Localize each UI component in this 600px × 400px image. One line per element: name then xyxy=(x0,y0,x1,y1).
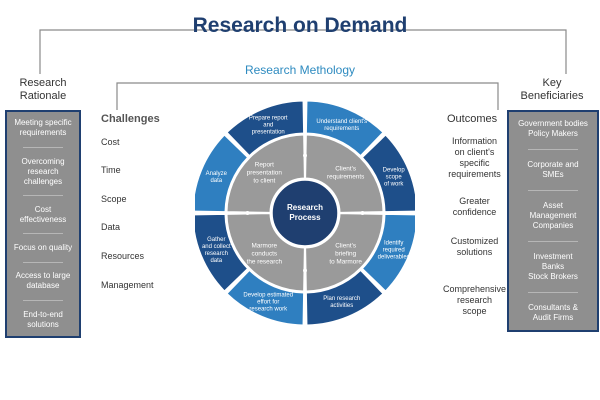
divider xyxy=(22,261,64,263)
beneficiary-item: Asset Management Companies xyxy=(529,201,577,230)
divider xyxy=(22,299,64,301)
divider xyxy=(22,146,64,148)
outcome-item: Customized solutions xyxy=(450,236,499,257)
rationale-item: Meeting specific requirements xyxy=(14,118,72,138)
rationale-item: Cost effectiveness xyxy=(19,204,67,224)
divider xyxy=(22,233,64,235)
outer-segment xyxy=(305,269,384,326)
beneficiary-item: Investment Banks Stock Brokers xyxy=(528,252,578,281)
outer-bracket xyxy=(39,29,567,74)
key-beneficiaries-heading: Key Beneficiaries xyxy=(520,77,584,102)
divider xyxy=(22,195,64,197)
cycle-arrow-marker xyxy=(303,153,307,158)
challenges-heading: Challenges xyxy=(101,113,160,125)
inner-segment xyxy=(305,134,384,213)
divider xyxy=(527,149,579,150)
outcome-item: Information on client's specific require… xyxy=(448,136,501,179)
cycle-arrow-marker xyxy=(360,211,365,215)
challenge-item: Scope xyxy=(101,194,127,204)
challenge-item: Data xyxy=(101,222,121,232)
challenge-item: Time xyxy=(101,165,121,175)
outcome-item: Comprehensive research scope xyxy=(442,284,507,316)
rationale-item: End-to-end solutions xyxy=(23,309,63,329)
challenge-item: Cost xyxy=(101,137,120,147)
research-rationale-heading: Research Rationale xyxy=(19,77,67,102)
challenge-item: Resources xyxy=(101,251,145,261)
inner-segment xyxy=(226,213,305,292)
inner-segment xyxy=(226,134,305,213)
challenge-item: Management xyxy=(101,280,154,290)
key-beneficiaries-panel: Government bodies Policy Makers Corporat… xyxy=(507,110,599,332)
research-rationale-panel: Meeting specific requirements Overcoming… xyxy=(5,110,81,338)
inner-bracket xyxy=(116,82,499,110)
beneficiary-item: Consultants & Audit Firms xyxy=(528,303,578,322)
outcomes-heading: Outcomes xyxy=(447,113,498,125)
outer-segment xyxy=(305,100,384,157)
inner-segment xyxy=(305,213,384,292)
divider xyxy=(527,292,579,293)
outcome-item: Greater confidence xyxy=(452,196,497,217)
outer-segment xyxy=(195,134,249,213)
rationale-item: Access to large database xyxy=(15,271,71,291)
outer-segment xyxy=(226,100,305,157)
outer-segment xyxy=(195,213,249,292)
page-title: Research on Demand xyxy=(192,14,408,37)
cycle-arrow-marker xyxy=(303,268,307,273)
rationale-item: Overcoming research challenges xyxy=(21,156,65,186)
outer-segment xyxy=(361,134,415,213)
cycle-arrow-marker xyxy=(245,211,250,215)
outer-segment xyxy=(361,213,415,292)
core-circle xyxy=(271,179,339,247)
beneficiary-item: Corporate and SMEs xyxy=(527,160,579,179)
rationale-item: Focus on quality xyxy=(13,243,73,253)
divider xyxy=(527,241,579,242)
beneficiary-item: Government bodies Policy Makers xyxy=(518,119,588,138)
methodology-subtitle: Research Methology xyxy=(244,63,356,77)
divider xyxy=(527,190,579,191)
outer-segment xyxy=(226,269,305,326)
